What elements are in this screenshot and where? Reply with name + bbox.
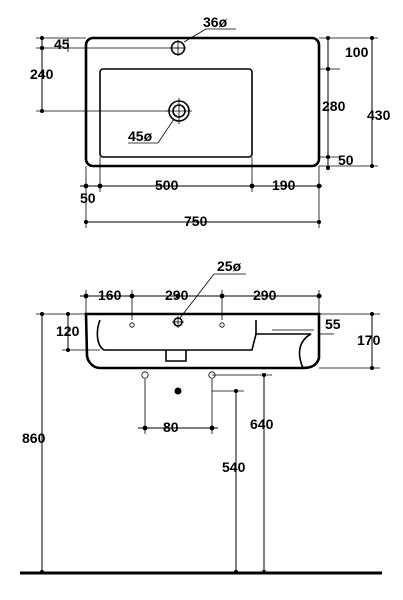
drain-point	[174, 387, 182, 395]
top-view: 36ø 45 240 100 280 50 430 45ø 50 500 190…	[30, 14, 391, 229]
basin-outline-top	[99, 68, 253, 158]
dim-drain-height: 280	[322, 98, 346, 114]
dim-total-width: 750	[184, 213, 208, 229]
dim-left-hole: 160	[98, 287, 122, 303]
dim-overflow-hole: 25ø	[217, 258, 242, 274]
dim-mount-height: 860	[22, 430, 46, 446]
drain-spigot	[165, 350, 187, 362]
dim-bracket-spacing: 80	[163, 419, 179, 435]
dim-tap-to-drain: 240	[30, 66, 54, 82]
dim-bottom-margin: 50	[338, 152, 354, 168]
dim-bowl-depth: 120	[56, 323, 80, 339]
dim-drain-hole: 45ø	[128, 128, 153, 144]
dim-right-deck: 190	[272, 177, 296, 193]
dim-depth: 430	[367, 107, 391, 123]
dim-hole-spacing-2: 290	[253, 287, 277, 303]
dim-left-margin: 50	[80, 190, 96, 206]
sink-outline-top	[84, 36, 321, 168]
dim-side-thickness: 55	[325, 316, 341, 332]
dim-tap-offset: 45	[54, 36, 70, 52]
bracket-hole-left	[141, 371, 149, 379]
dim-total-height: 170	[357, 332, 381, 348]
dim-tap-hole: 36ø	[203, 14, 228, 30]
dim-hole-spacing-1: 290	[165, 287, 189, 303]
dim-basin-width: 500	[155, 177, 179, 193]
dim-top-margin: 100	[345, 44, 369, 60]
front-view: 25ø 160 290 290 55 120 170 80 640 540 86…	[20, 258, 382, 575]
sink-outline-front	[84, 312, 321, 370]
dim-bracket-height: 640	[250, 416, 274, 432]
bowl-contour-front	[96, 319, 312, 369]
dim-drain-height-front: 540	[222, 459, 246, 475]
